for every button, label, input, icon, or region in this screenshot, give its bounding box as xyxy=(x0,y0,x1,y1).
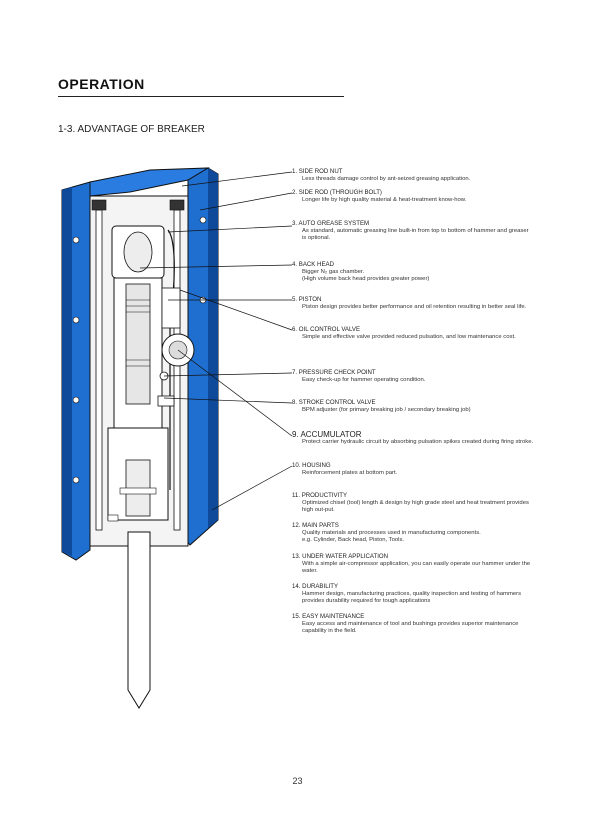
feature-item: 3. AUTO GREASE SYSTEM As standard, autom… xyxy=(292,220,564,243)
feature-description: Reinforcement plates at bottom part. xyxy=(302,469,398,476)
piston xyxy=(125,283,151,405)
side-rod-nut-right xyxy=(169,199,185,211)
feature-description: Protect carrier hydraulic circuit by abs… xyxy=(302,439,534,445)
feature-description: Longer life by high quality material & h… xyxy=(302,196,467,203)
breaker-cutaway-illustration xyxy=(61,167,219,709)
feature-title: 8. STROKE CONTROL VALVE xyxy=(292,399,376,406)
feature-description: Optimized chisel (tool) length & design … xyxy=(302,499,529,506)
feature-description: high out-put. xyxy=(302,507,335,514)
feature-item: 12. MAIN PARTS Quality materials and pro… xyxy=(292,522,564,545)
feature-title: 1. SIDE ROD NUT xyxy=(292,168,343,175)
feature-title: 12. MAIN PARTS xyxy=(292,522,339,529)
gas-chamber xyxy=(123,231,153,273)
side-pin xyxy=(107,514,119,522)
feature-item: 4. BACK HEAD Bigger N₂ gas chamber. (Hig… xyxy=(292,261,564,284)
feature-title: 5. PISTON xyxy=(292,296,322,303)
feature-item: 10. HOUSING Reinforcement plates at bott… xyxy=(292,462,564,477)
feature-item: 14. DURABILITY Hammer design, manufactur… xyxy=(292,583,564,606)
feature-description: As standard, automatic greasing line bui… xyxy=(302,227,529,234)
feature-item: 11. PRODUCTIVITY Optimized chisel (tool)… xyxy=(292,492,564,515)
feature-title: 3. AUTO GREASE SYSTEM xyxy=(292,220,370,227)
feature-title: 11. PRODUCTIVITY xyxy=(292,492,348,499)
feature-item: 5. PISTON Piston design provides better … xyxy=(292,296,564,311)
feature-item: 2. SIDE ROD (THROUGH BOLT) Longer life b… xyxy=(292,189,564,204)
feature-title: 15. EASY MAINTENANCE xyxy=(292,613,365,620)
housing-bolts xyxy=(72,216,207,484)
feature-title: 4. BACK HEAD xyxy=(292,261,334,268)
pressure-check-point xyxy=(159,371,169,381)
feature-description: is optional. xyxy=(302,235,331,242)
oil-control-valve xyxy=(161,287,181,329)
section-heading: 1-3. ADVANTAGE OF BREAKER xyxy=(58,124,205,135)
feature-item: 15. EASY MAINTENANCE Easy access and mai… xyxy=(292,613,564,636)
feature-title: 13. UNDER WATER APPLICATION xyxy=(292,553,389,560)
side-rod-right xyxy=(173,209,181,531)
feature-description: Easy check-up for hammer operating condi… xyxy=(302,376,426,383)
feature-item: 7. PRESSURE CHECK POINT Easy check-up fo… xyxy=(292,369,564,384)
feature-description: Bigger N₂ gas chamber. xyxy=(302,268,365,275)
tool-pin xyxy=(119,487,157,495)
feature-description: water. xyxy=(302,568,318,575)
feature-title: 7. PRESSURE CHECK POINT xyxy=(292,369,376,376)
feature-description: e.g. Cylinder, Back head, Piston, Tools. xyxy=(302,537,405,544)
feature-item: 6. OIL CONTROL VALVE Simple and effectiv… xyxy=(292,326,564,341)
chisel-tool xyxy=(127,531,151,709)
feature-description: capability in the field. xyxy=(302,628,357,635)
feature-description: Hammer design, manufacturing practices, … xyxy=(302,590,522,597)
housing-right-wall-shade xyxy=(208,168,218,528)
feature-title: 6. OIL CONTROL VALVE xyxy=(292,326,361,333)
title-underline xyxy=(58,96,344,97)
feature-description: (High volume back head provides greater … xyxy=(302,276,430,283)
side-rod-nut-left xyxy=(91,199,107,211)
feature-description: With a simple air-compressor application… xyxy=(302,560,531,567)
stroke-control-valve xyxy=(157,395,175,407)
feature-description: Quality materials and processes used in … xyxy=(302,529,481,536)
feature-item: 1. SIDE ROD NUT Less threads damage cont… xyxy=(292,168,564,183)
feature-item: 9. ACCUMULATOR Protect carrier hydraulic… xyxy=(292,430,564,447)
feature-title: 9. ACCUMULATOR xyxy=(292,430,362,439)
feature-description: BPM adjuster (for primary breaking job /… xyxy=(302,406,471,413)
feature-title: 10. HOUSING xyxy=(292,462,331,469)
housing-left-wall-shade xyxy=(62,187,72,556)
feature-title: 14. DURABILITY xyxy=(292,583,339,590)
feature-description: provides durability required for tough a… xyxy=(302,598,431,605)
feature-description: Less threads damage control by ant-seize… xyxy=(302,175,471,182)
feature-description: Piston design provides better performanc… xyxy=(302,303,527,310)
feature-description: Simple and effective valve provided redu… xyxy=(302,333,516,340)
page-number: 23 xyxy=(292,776,303,786)
feature-item: 13. UNDER WATER APPLICATION With a simpl… xyxy=(292,553,564,576)
feature-item: 8. STROKE CONTROL VALVE BPM adjuster (fo… xyxy=(292,399,564,414)
side-rod-left xyxy=(95,209,103,531)
page-title: OPERATION xyxy=(58,76,145,92)
feature-title: 2. SIDE ROD (THROUGH BOLT) xyxy=(292,189,382,196)
feature-description: Easy access and maintenance of tool and … xyxy=(302,620,519,627)
piston-rings xyxy=(126,299,150,367)
